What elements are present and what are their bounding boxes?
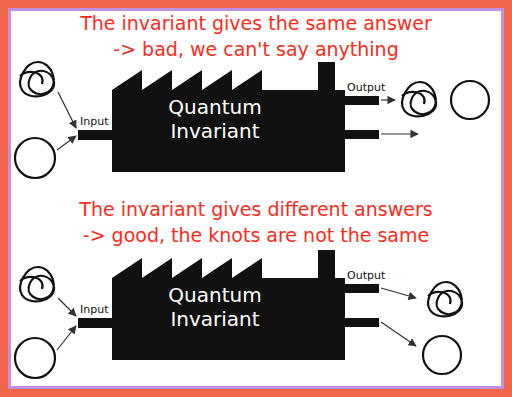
factory-box: Quantum Invariant <box>150 95 280 143</box>
heading-text: -> good, the knots are not the same <box>16 224 496 246</box>
heading-text: The invariant gives different answers <box>16 198 496 220</box>
port-label: Input <box>80 303 108 316</box>
factory-bottom <box>112 250 345 360</box>
factory-text: Quantum Invariant <box>150 95 280 143</box>
port-label: Output <box>347 269 385 282</box>
factory-top <box>112 62 345 172</box>
heading-text: -> bad, we can't say anything <box>16 38 496 60</box>
factory-box: Quantum Invariant <box>150 283 280 331</box>
port-label: Input <box>80 115 108 128</box>
heading-text: The invariant gives the same answer <box>16 12 496 34</box>
factory-text: Quantum Invariant <box>150 283 280 331</box>
port-label: Output <box>347 81 385 94</box>
